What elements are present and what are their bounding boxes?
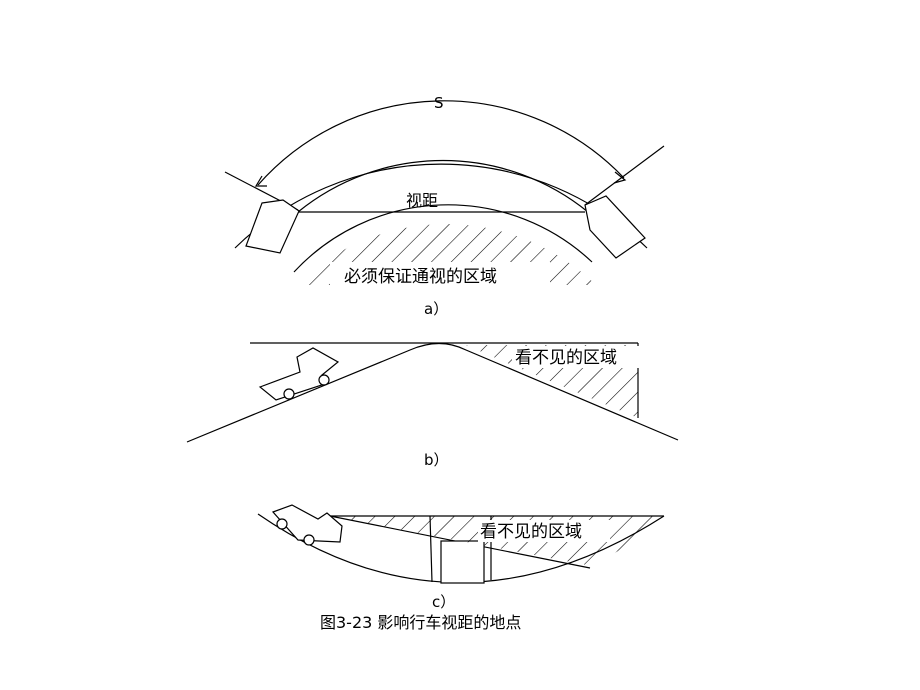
caption-c: c） [432, 593, 455, 611]
vehicle-left-a [245, 199, 300, 254]
sight-distance-arc [257, 100, 625, 186]
zone-label-backdrop-b [512, 346, 640, 368]
chord-label: 视距 [406, 191, 438, 210]
diagram-b-crest [186, 342, 679, 443]
road-inner-edge [293, 204, 593, 273]
arc-label-s: S [434, 94, 444, 112]
zone-label-b: 看不见的区域 [515, 348, 617, 368]
inner-lane-line [297, 160, 589, 213]
zone-label-backdrop-c [478, 520, 610, 542]
arc-arrow-left [254, 175, 267, 187]
truck-c [271, 504, 343, 546]
vehicle-right-a [584, 195, 646, 259]
caption-a: a） [424, 300, 448, 318]
tangent-line-right [584, 145, 665, 206]
zone-label-a: 必须保证通视的区域 [344, 267, 497, 287]
figure-caption: 图3-23 影响行车视距的地点 [320, 613, 521, 632]
truck-b [258, 347, 340, 401]
zone-label-c: 看不见的区域 [480, 522, 582, 542]
caption-b: b） [424, 451, 449, 469]
zone-label-backdrop-a [330, 262, 550, 288]
crest-profile [186, 342, 679, 443]
vehicle-box-c [440, 540, 485, 584]
arc-arrow-right [613, 171, 627, 184]
